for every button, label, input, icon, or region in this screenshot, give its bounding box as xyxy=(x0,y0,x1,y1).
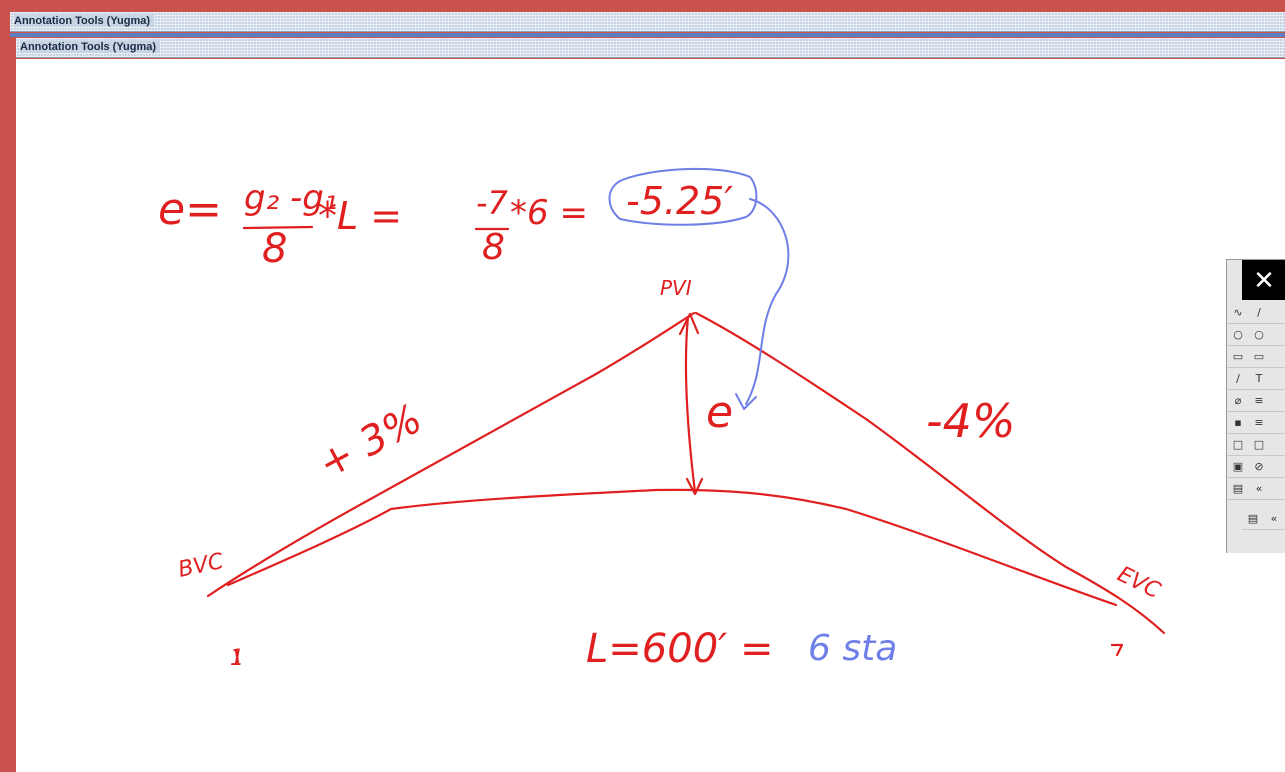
rectangle-tool-icon[interactable]: ▭ xyxy=(1232,350,1244,363)
arrow-head-top xyxy=(678,312,700,336)
inner-window-title: Annotation Tools (Yugma) xyxy=(20,41,161,53)
outer-window-title: Annotation Tools (Yugma) xyxy=(14,15,155,27)
circle-tool-icon[interactable]: ○ xyxy=(1233,328,1243,341)
formula-lhs: e= xyxy=(158,184,222,235)
label-bvc: BVC xyxy=(176,549,226,583)
cancel-icon[interactable]: ⊘ xyxy=(1254,460,1264,473)
arrow-head-bottom xyxy=(685,477,704,496)
callout-pointer-line xyxy=(745,198,790,405)
station-tick-left xyxy=(234,649,240,664)
window-icon[interactable]: ▤ xyxy=(1232,482,1244,495)
station-tick-right xyxy=(1110,643,1124,657)
window-border xyxy=(10,33,1285,37)
window-icon[interactable]: ▤ xyxy=(1247,512,1259,525)
color-picker-icon[interactable]: ▪ xyxy=(1234,416,1242,429)
label-evc: EVC xyxy=(1113,562,1164,604)
outer-title-bar[interactable]: Annotation Tools (Yugma) xyxy=(10,12,1285,32)
result-callout-oval xyxy=(608,167,758,226)
label-pvi: PVI xyxy=(660,276,692,300)
line-tool-icon[interactable]: / xyxy=(1257,306,1261,319)
fraction-bar-1 xyxy=(242,225,314,230)
new-page-icon[interactable]: □ xyxy=(1253,438,1265,451)
label-grade-right: -4% xyxy=(926,394,1016,448)
freehand-pen-icon[interactable]: ∿ xyxy=(1233,306,1243,319)
vertical-curve xyxy=(226,488,1118,607)
label-length-red: L=600′ = xyxy=(586,626,773,672)
tool-row: ○ ○ xyxy=(1227,324,1285,346)
tool-row: ▤ « xyxy=(1227,478,1285,500)
filled-rectangle-tool-icon[interactable]: ▭ xyxy=(1253,350,1265,363)
formula-times-6: *6 = xyxy=(510,193,588,233)
tool-row: ▤ « xyxy=(1242,508,1285,530)
line-width-icon[interactable]: ≡ xyxy=(1254,394,1264,407)
tangent-right-line xyxy=(694,311,1166,635)
label-station-left: 1 xyxy=(230,646,244,671)
tool-row: ▪ ≡ xyxy=(1227,412,1285,434)
formula-times-l: *L = xyxy=(318,194,402,238)
whiteboard-drawing: e= g₂ -g₁ 8 *L = -7 8 *6 = -5.25′ PVI + … xyxy=(158,167,1166,672)
tool-row: ▭ ▭ xyxy=(1227,346,1285,368)
annotation-toolbox: ✕ ∿ / ○ ○ ▭ ▭ ∕ T ⌀ ≡ ▪ ≡ □ □ xyxy=(1226,259,1285,553)
tool-row: □ □ xyxy=(1227,434,1285,456)
tools-cross-icon: ✕ xyxy=(1253,265,1275,295)
eraser-icon[interactable]: ⌀ xyxy=(1234,394,1242,407)
formula-result: -5.25′ xyxy=(626,179,733,223)
clear-board-icon[interactable]: □ xyxy=(1232,438,1244,451)
tool-row: ⌀ ≡ xyxy=(1227,390,1285,412)
filled-circle-tool-icon[interactable]: ○ xyxy=(1254,328,1264,341)
label-length-blue: 6 sta xyxy=(808,628,897,669)
inner-title-bar[interactable]: Annotation Tools (Yugma) xyxy=(16,38,1285,58)
formula-num2: -7 xyxy=(476,184,509,222)
formula-den2: 8 xyxy=(482,227,505,268)
tool-row: ▣ ⊘ xyxy=(1227,456,1285,478)
toolbox-header[interactable]: ✕ xyxy=(1242,260,1285,300)
tool-row: ∿ / xyxy=(1227,302,1285,324)
collapse-icon[interactable]: « xyxy=(1255,482,1263,495)
label-e: e xyxy=(706,387,733,438)
label-grade-left: + 3% xyxy=(311,396,429,488)
whiteboard-canvas[interactable]: e= g₂ -g₁ 8 *L = -7 8 *6 = -5.25′ PVI + … xyxy=(16,59,1285,772)
formula-den1: 8 xyxy=(262,226,287,272)
collapse-icon[interactable]: « xyxy=(1270,512,1278,525)
line-style-icon[interactable]: ≡ xyxy=(1254,416,1264,429)
text-tool-icon[interactable]: T xyxy=(1255,372,1263,385)
tool-row: ∕ T xyxy=(1227,368,1285,390)
highlighter-icon[interactable]: ∕ xyxy=(1236,372,1240,385)
save-icon[interactable]: ▣ xyxy=(1232,460,1244,473)
callout-pointer-head xyxy=(735,393,757,410)
offset-e-arrow xyxy=(684,315,697,494)
formula-num1: g₂ -g₁ xyxy=(244,178,338,218)
tangent-left-line xyxy=(206,311,696,598)
